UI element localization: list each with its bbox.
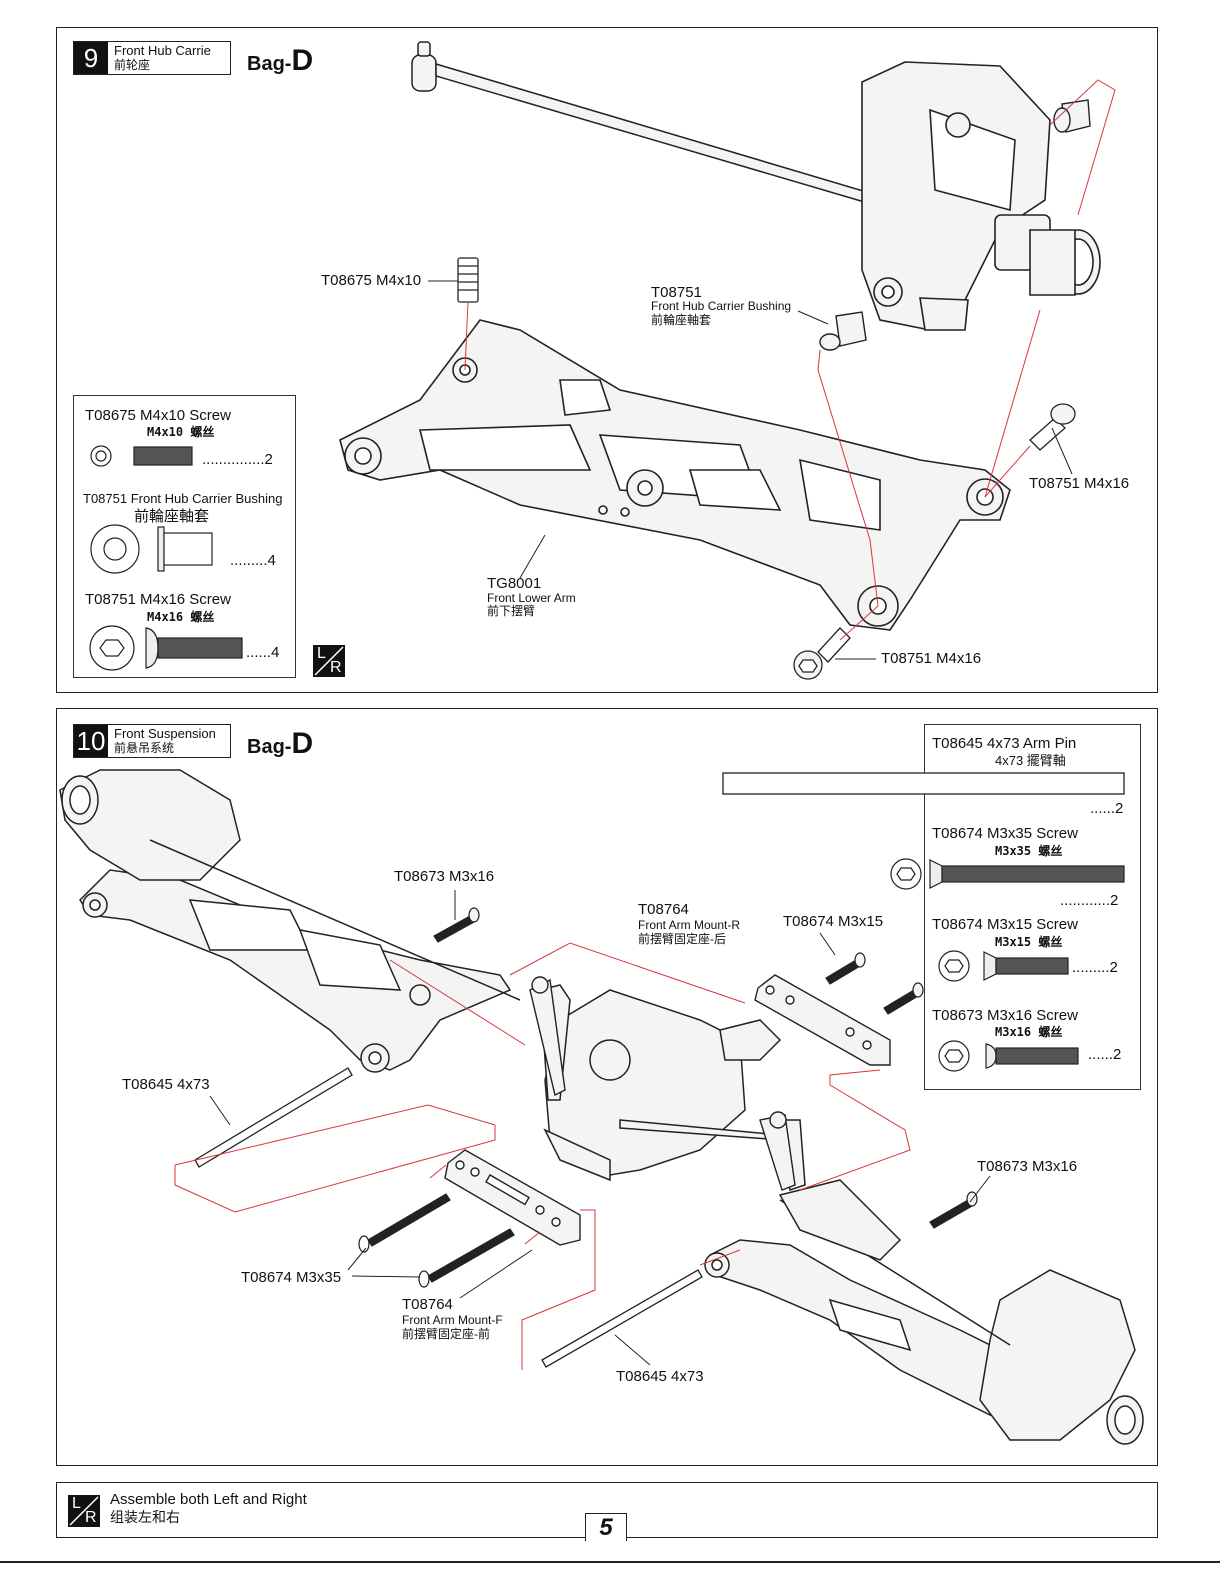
legend-item2-sub: 前輪座軸套 (134, 508, 210, 525)
step-title-en: Front Suspension (114, 726, 216, 741)
footer-note-en: Assemble both Left and Right (110, 1491, 307, 1508)
callout-screw-top-left: T08673 M3x16 (394, 868, 495, 885)
legend-item3-sub: M4x16 螺丝 (147, 610, 215, 624)
legend-item4-title: T08673 M3x16 Screw (932, 1007, 1078, 1024)
legend-item1-title: T08645 4x73 Arm Pin (932, 735, 1077, 752)
callout-pin-left: T08645 4x73 (122, 1076, 210, 1093)
step-number: 10 (74, 725, 108, 757)
set-screw-m4x10-drawing (457, 257, 479, 303)
legend-m4x16-icon (89, 625, 243, 671)
bottom-rule (0, 1561, 1220, 1563)
screw-m4x16-bottom-drawing (793, 627, 851, 680)
legend-item2-title: T08674 M3x35 Screw (932, 825, 1078, 842)
callout-screw-right: T08751 M4x16 (1029, 475, 1130, 492)
step-10-leader-lines (209, 890, 991, 1366)
bag-letter: D (291, 44, 314, 77)
bag-letter: D (291, 727, 314, 760)
legend-item4-sub: M3x16 螺丝 (995, 1025, 1063, 1039)
arm-pin-left-drawing (194, 1067, 353, 1168)
legend-item3-sub: M3x15 螺丝 (995, 935, 1063, 949)
step-title-cn: 前轮座 (114, 58, 151, 72)
callout-bushing-en: Front Hub Carrier Bushing (651, 299, 792, 313)
front-arm-mount-f-drawing (444, 1149, 581, 1246)
callout-bushing-cn: 前輪座軸套 (651, 313, 712, 327)
screw-m4x16-right-drawing (1029, 403, 1076, 451)
lr-letter-r: R (330, 659, 342, 676)
left-arm-assembly-drawing (59, 769, 521, 1073)
screw-m3x35-lower-drawing (418, 1228, 515, 1288)
callout-arm-en: Front Lower Arm (487, 591, 576, 605)
callout-screw-m3x15: T08674 M3x15 (783, 913, 884, 930)
step-10-red-leaders (174, 942, 911, 1370)
legend-item1-qty: ...............2 (202, 451, 273, 468)
bushing-top-drawing (1053, 99, 1091, 133)
callout-pin-bottom: T08645 4x73 (616, 1368, 704, 1385)
screw-m3x15-second-drawing (883, 982, 924, 1015)
callout-mount-r-cn: 前摆臂固定座-后 (638, 932, 726, 946)
hub-carrier-drawing (861, 61, 1101, 331)
screw-m3x16-left-drawing (433, 907, 480, 943)
step-9-leader-lines (428, 280, 1073, 660)
bag-label: Bag-D (247, 44, 313, 78)
callout-bushing-code: T08751 (651, 284, 702, 301)
footer-note-cn: 组装左和右 (110, 1509, 180, 1525)
page-number: 5 (585, 1513, 627, 1541)
right-arm-assembly-drawing (704, 1179, 1144, 1445)
lr-letter-l: L (317, 645, 326, 662)
front-arm-mount-r-drawing (754, 974, 891, 1066)
legend-bushing-icon (90, 524, 213, 574)
bushing-bottom-drawing (819, 311, 867, 351)
arm-pin-bottom-drawing (541, 1269, 703, 1368)
legend-m3x15-icon (938, 950, 1069, 982)
step-9-header: 9 Front Hub Carrie 前轮座 (73, 41, 231, 75)
legend-item2-qty: .........4 (230, 552, 276, 569)
callout-arm-cn: 前下摆臂 (487, 604, 536, 618)
legend-item3-qty: .........2 (1072, 959, 1118, 976)
steering-links-drawing (529, 976, 796, 1191)
callout-mount-r-en: Front Arm Mount-R (638, 918, 741, 932)
lr-letter-l: L (72, 1495, 81, 1512)
step-title-en: Front Hub Carrie (114, 43, 211, 58)
callout-mount-f-en: Front Arm Mount-F (402, 1313, 503, 1327)
legend-item1-qty: ......2 (1090, 800, 1124, 817)
legend-item1-title: T08675 M4x10 Screw (85, 407, 231, 424)
callout-screw-bottom: T08751 M4x16 (881, 650, 982, 667)
callout-mount-f-code: T08764 (402, 1296, 453, 1313)
step-9-red-leaders (464, 79, 1116, 641)
legend-item2-qty: ............2 (1060, 892, 1119, 909)
callout-mount-f-cn: 前摆臂固定座-前 (402, 1327, 490, 1341)
legend-item3-title: T08674 M3x15 Screw (932, 916, 1078, 933)
screw-m3x35-upper-drawing (358, 1193, 451, 1253)
legend-arm-pin-icon (722, 772, 1125, 795)
step-title-cn: 前悬吊系统 (114, 741, 175, 755)
callout-screw-m3x35: T08674 M3x35 (241, 1269, 342, 1286)
step-10-header: 10 Front Suspension 前悬吊系统 (73, 724, 231, 758)
legend-item4-qty: ......2 (1088, 1046, 1122, 1063)
bag-prefix: Bag- (247, 53, 292, 75)
callout-mount-r-code: T08764 (638, 901, 689, 918)
legend-m3x16-icon (938, 1040, 1079, 1072)
legend-item3-qty: ......4 (246, 644, 280, 661)
callout-screw-right: T08673 M3x16 (977, 1158, 1078, 1175)
step-number: 9 (74, 42, 108, 74)
legend-item1-sub: 4x73 擺臂軸 (995, 753, 1066, 768)
screw-m3x15-drawing (825, 952, 866, 985)
left-right-marker-icon: L R (313, 645, 345, 677)
legend-item2-sub: M3x35 螺丝 (995, 844, 1063, 858)
bag-prefix: Bag- (247, 736, 292, 758)
callout-arm-code: TG8001 (487, 575, 542, 592)
legend-item1-sub: M4x10 螺丝 (147, 425, 215, 439)
lr-letter-r: R (85, 1509, 97, 1526)
legend-item2-title: T08751 Front Hub Carrier Bushing (83, 491, 283, 506)
legend-setscrew-icon (90, 445, 193, 467)
callout-setscrew: T08675 M4x10 (321, 272, 422, 289)
legend-item3-title: T08751 M4x16 Screw (85, 591, 231, 608)
left-right-marker-icon: L R (68, 1495, 100, 1527)
bag-label: Bag-D (247, 727, 313, 761)
legend-m3x35-icon (890, 858, 1125, 890)
